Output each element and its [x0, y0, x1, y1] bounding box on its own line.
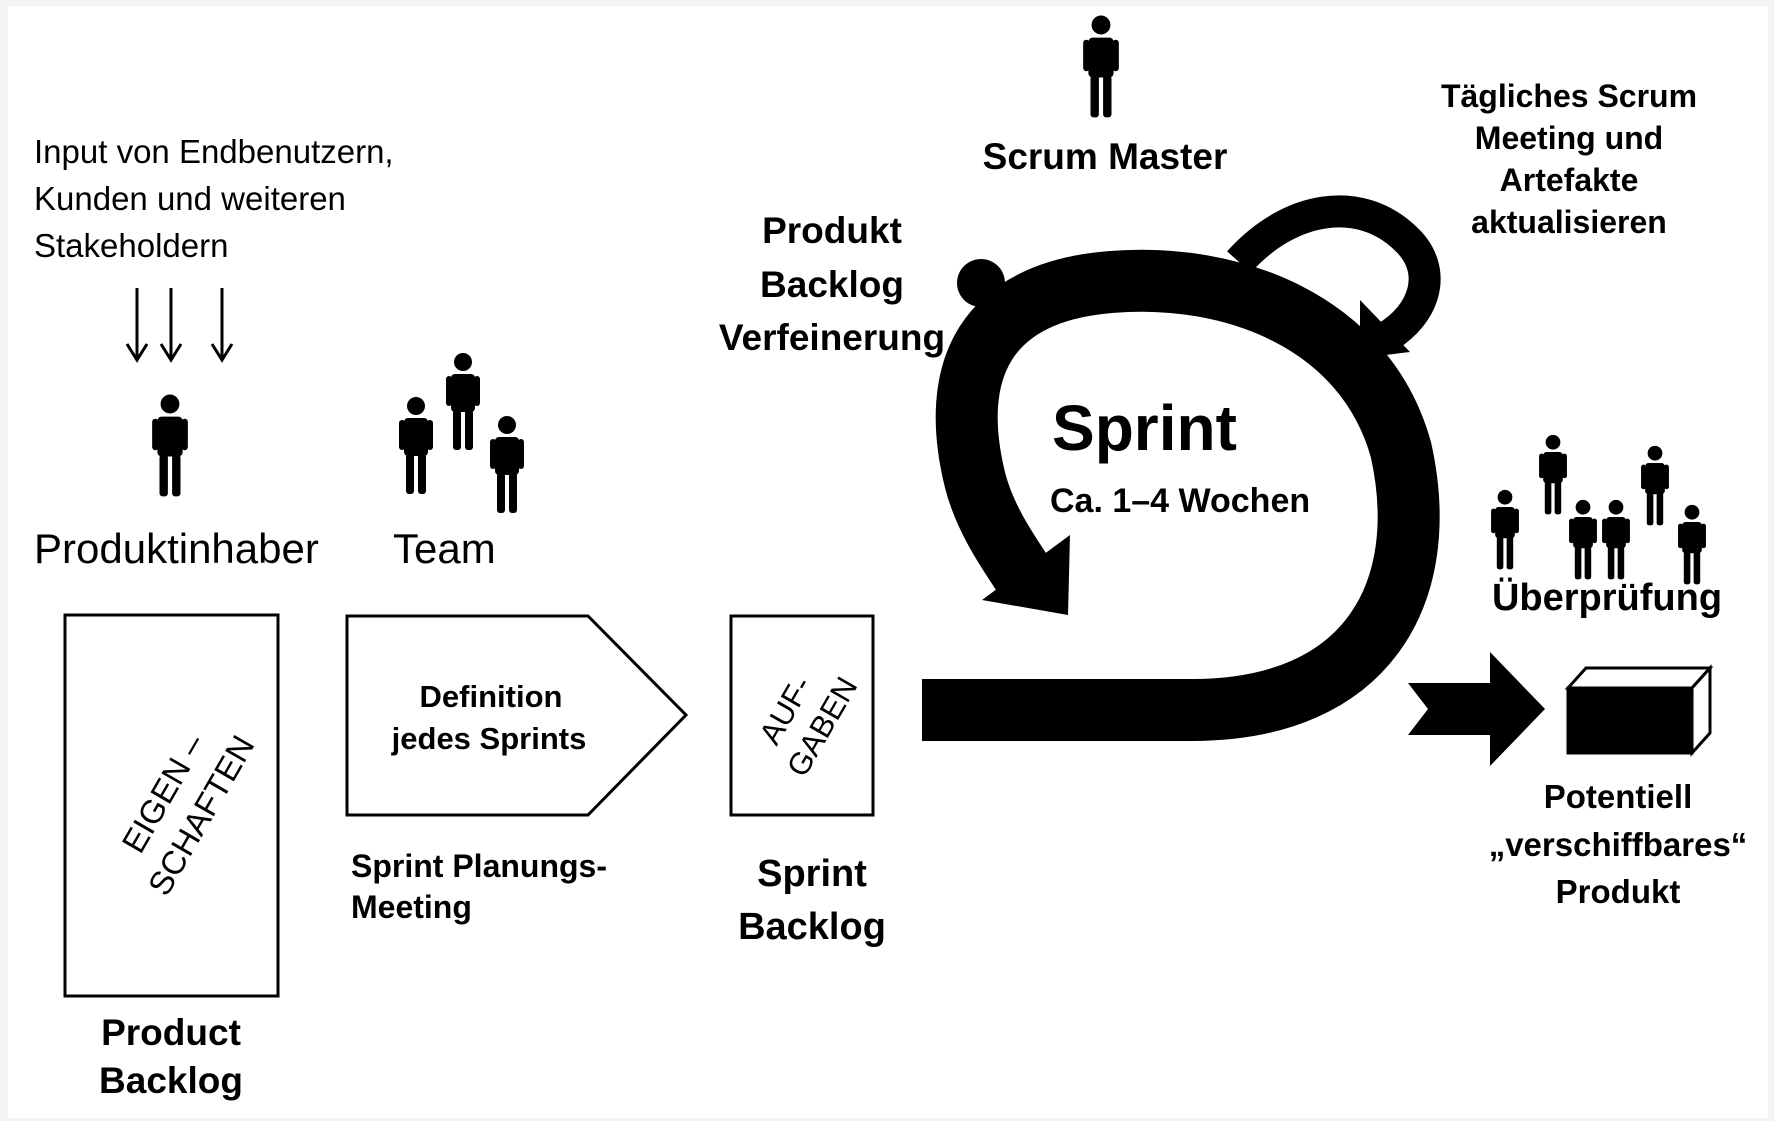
- review-stakeholders-icon: [1491, 434, 1706, 585]
- sprint-backlog-caption-line-2: Backlog: [738, 906, 886, 948]
- sprint-planning-caption-line-2: Meeting: [351, 889, 472, 925]
- daily-scrum-line-2: Meeting und: [1475, 120, 1663, 156]
- sprint-title: Sprint: [1052, 392, 1237, 464]
- product-line-3: Produkt: [1556, 873, 1681, 910]
- team-icon: [399, 353, 524, 513]
- daily-scrum-line-3: Artefakte: [1500, 162, 1639, 198]
- product-backlog-box: [63, 613, 280, 998]
- scrum-master-icon: [1083, 15, 1119, 118]
- sprint-loop-arrow: [922, 249, 1440, 741]
- daily-scrum-line-4: aktualisieren: [1471, 204, 1667, 240]
- refinement-line-1: Produkt: [762, 210, 902, 251]
- output-arrow: [1408, 652, 1545, 766]
- product-line-2: „verschiffbares“: [1489, 826, 1748, 863]
- daily-scrum-line-1: Tägliches Scrum: [1441, 78, 1697, 114]
- sprint-planning-text-line-1: Definition: [420, 679, 563, 714]
- refinement-line-2: Backlog: [760, 264, 904, 305]
- input-arrows: [125, 288, 234, 363]
- scrum-master-label: Scrum Master: [983, 136, 1228, 177]
- refinement-line-3: Verfeinerung: [719, 317, 945, 358]
- stakeholder-input: Input von Endbenutzern, Kunden und weite…: [34, 133, 394, 363]
- sprint-loop-start-dot: [957, 259, 1005, 307]
- input-text-line-2: Kunden und weiteren: [34, 180, 346, 217]
- sprint-backlog-caption-line-1: Sprint: [757, 853, 867, 895]
- product-owner-label: Produktinhaber: [34, 525, 319, 572]
- input-text-line-1: Input von Endbenutzern,: [34, 133, 394, 170]
- product-backlog-caption-line-2: Backlog: [99, 1060, 243, 1101]
- product-box-icon: [1564, 664, 1714, 757]
- sprint-duration: Ca. 1–4 Wochen: [1050, 482, 1310, 520]
- input-text-line-3: Stakeholdern: [34, 227, 228, 264]
- team-label: Team: [393, 525, 496, 572]
- sprint-planning-caption-line-1: Sprint Planungs-: [351, 848, 607, 884]
- sprint-planning-text-line-2: jedes Sprints: [391, 721, 587, 756]
- daily-scrum-arrow: [1227, 195, 1441, 358]
- product-line-1: Potentiell: [1544, 778, 1693, 815]
- sprint-backlog-box: [729, 614, 875, 817]
- review-label: Überprüfung: [1492, 576, 1722, 619]
- sprint-planning-shape: [345, 614, 689, 817]
- product-backlog-caption-line-1: Product: [101, 1012, 241, 1053]
- diagram-panel: [8, 6, 1768, 1118]
- product-owner-icon: [152, 394, 188, 497]
